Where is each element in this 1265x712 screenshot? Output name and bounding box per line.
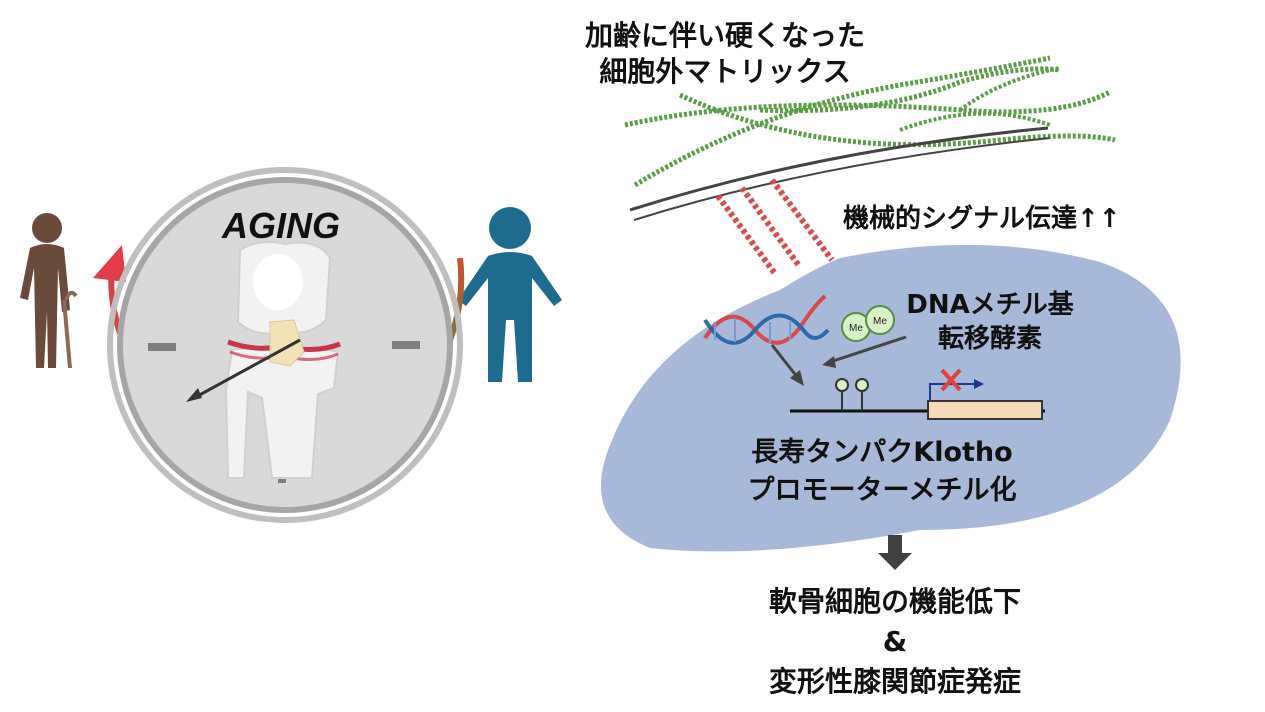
gene-box [927, 400, 1043, 420]
mechanical-signal-label: 機械的シグナル伝達↑↑ [843, 204, 1121, 234]
methyl-tag: Me [849, 323, 863, 334]
transcription-arrowhead-icon [974, 379, 984, 389]
cell-membrane [629, 126, 1049, 212]
clock-title: AGING [221, 205, 341, 246]
ecm-label: 加齢に伴い硬くなった 細胞外マトリックス [585, 18, 865, 90]
clock-hand [193, 338, 301, 400]
dnmt-label-line1: DNAメチル基 [906, 290, 1074, 320]
arrowhead-icon [790, 370, 804, 386]
dna-to-gene-arrow [770, 344, 800, 379]
methylation-lollipop-icon [835, 378, 869, 411]
integrin-strands [715, 178, 835, 277]
down-arrow-icon [878, 535, 912, 570]
cell-membrane-inner [633, 137, 1051, 221]
outcome-line3: 変形性膝関節症発症 [768, 665, 1022, 698]
transcription-start-arrow-icon [929, 383, 975, 401]
arc-arrowhead-icon [93, 245, 126, 282]
ecm-fibers [624, 55, 1116, 188]
clock-hand-tip-icon [186, 388, 202, 402]
outcome-line1: 軟骨細胞の機能低下 [768, 585, 1022, 618]
klotho-label-line2: プロモーターメチル化 [747, 475, 1017, 506]
dnmt-label-line2: 転移酵素 [937, 324, 1042, 354]
klotho-label-line1: 長寿タンパクKlotho [751, 437, 1013, 468]
outcome-line2: & [882, 625, 908, 658]
dna-helix-icon [703, 294, 830, 345]
elderly-person-icon [20, 213, 78, 368]
methyl-ball-icon [865, 305, 895, 335]
ecm-label-line1: 加齢に伴い硬くなった [584, 19, 866, 52]
arrowhead-icon [822, 356, 836, 368]
young-person-icon [458, 207, 562, 382]
knee-joint-icon [224, 241, 341, 479]
klotho-label: 長寿タンパクKlotho プロモーターメチル化 [748, 434, 1017, 510]
enzyme-to-gene-arrow [829, 335, 907, 364]
methyl-tag: Me [873, 316, 887, 327]
dnmt-label: DNAメチル基 転移酵素 [906, 288, 1073, 356]
blocked-x-icon [940, 368, 962, 392]
ecm-label-line2: 細胞外マトリックス [599, 55, 851, 88]
outcome-label: 軟骨細胞の機能低下 & 変形性膝関節症発症 [769, 582, 1021, 702]
